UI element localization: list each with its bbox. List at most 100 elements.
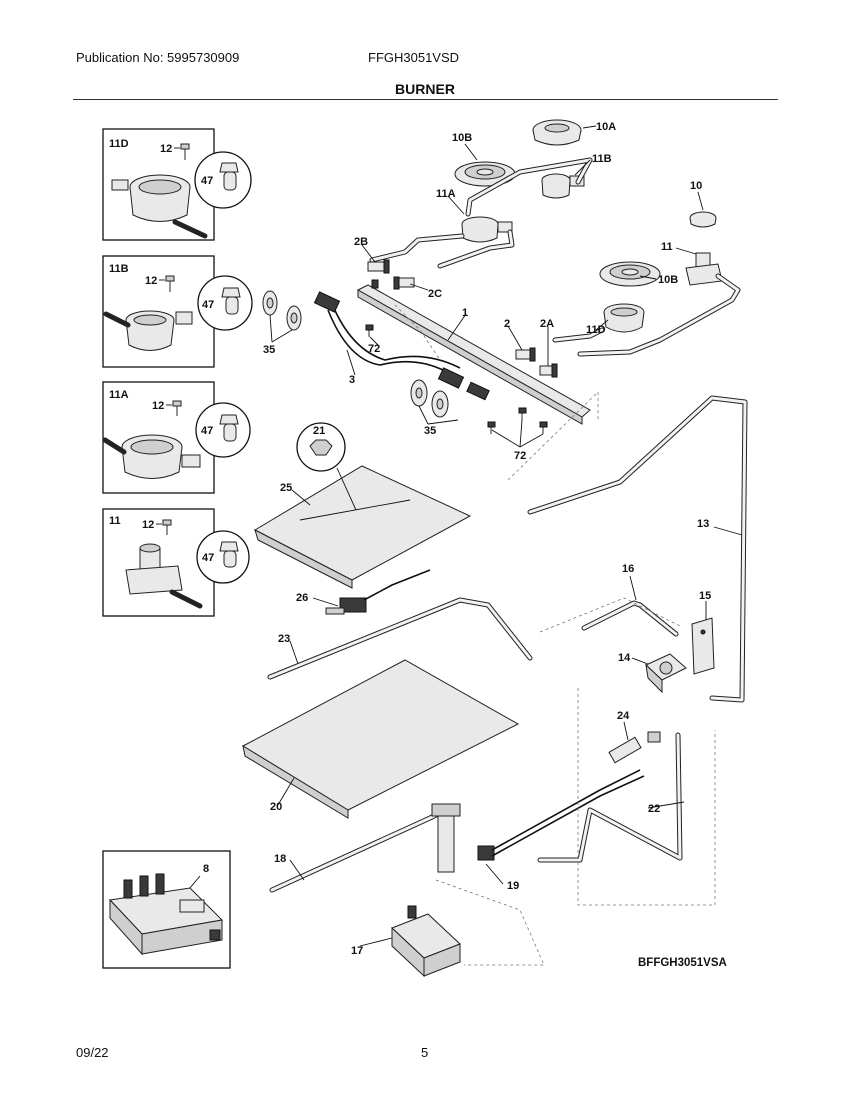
label-17: 17 [351,945,363,957]
inset-11: 11 12 47 [102,508,250,617]
inset-11b-screw-label: 12 [145,275,157,287]
label-16: 16 [622,563,634,575]
burner-tube-18 [269,803,461,893]
page-title: BURNER [395,81,455,97]
orifice-cap-icon [219,414,239,442]
screw-icon [172,400,182,416]
label-24: 24 [617,710,630,722]
label-2c: 2C [428,288,442,300]
burner-base-11d-icon [111,174,208,239]
valve-2b [367,259,390,274]
label-10b-top: 10B [452,132,472,144]
inset-8: 8 [102,850,231,969]
screw-icon [162,519,172,535]
label-2a: 2A [540,318,554,330]
label-3: 3 [349,374,355,386]
label-72-left: 72 [368,343,380,355]
inset-11b-title: 11B [109,263,129,275]
label-26: 26 [296,592,308,604]
label-72-right: 72 [514,450,526,462]
electrode-19 [477,769,645,861]
burner-base-11a-icon [102,434,201,479]
manifold-bracket [356,279,591,425]
tube-16 [581,600,679,637]
inset-11b: 11B 12 47 [102,255,253,368]
diagram-code: BFFGH3051VSA [638,957,727,969]
fitting-24 [608,731,661,764]
screw-icon [165,275,175,292]
burner-11a [461,216,513,243]
valve-17 [391,905,461,978]
label-20: 20 [270,801,282,813]
part-labels: 10A 10B 11B 10 11A 2B 11 10B 2C 1 2 2A 1… [263,121,727,969]
inset-11d-title: 11D [109,138,129,150]
tube-22 [537,732,683,863]
label-15: 15 [699,590,711,602]
screw-icon [180,143,190,160]
label-25: 25 [280,482,292,494]
ignition-module-icon [108,873,224,956]
valve-2 [515,347,536,362]
bracket-15 [691,617,715,675]
orifice-cap-icon [221,287,241,315]
label-11d: 11D [586,324,606,336]
inset-11b-cap-label: 47 [202,299,214,311]
main-gas-tube-13 [527,395,748,703]
label-11b: 11B [592,153,612,165]
inset-11d-screw-label: 12 [160,143,172,155]
label-19: 19 [507,880,519,892]
knob-35-right [410,379,449,418]
inset-11-title: 11 [109,515,121,527]
valve-2c [393,276,415,290]
regulator-14 [645,653,687,694]
label-11a: 11A [436,188,456,200]
inset-11-cap-label: 47 [202,552,214,564]
burner-10 [689,211,717,228]
label-1: 1 [462,307,468,319]
burner-tubes [369,157,741,357]
ignitor-26 [325,569,431,615]
inset-11a: 11A 12 47 [102,381,251,494]
label-35-left: 35 [263,344,275,356]
inset-11-screw-label: 12 [142,519,154,531]
burner-base-11-icon [125,543,203,609]
inset-11d: 11D 12 47 [102,128,252,241]
model-number: FFGH3051VSD [368,50,460,65]
burner-11 [685,252,723,286]
label-23: 23 [278,633,290,645]
label-2b: 2B [354,236,368,248]
inset-11a-title: 11A [109,389,129,401]
dashed-guides [394,304,716,966]
knob-35-left [262,290,302,331]
inset-8-label: 8 [203,863,209,875]
label-10b-right: 10B [658,274,678,286]
screws-72 [365,324,548,434]
inset-11a-cap-label: 47 [201,425,213,437]
header-rule [73,99,778,100]
orifice-cap-icon [219,541,239,568]
heat-shield-25 [253,465,472,589]
burner-tube-23 [267,597,533,680]
label-10: 10 [690,180,702,192]
leader-lines [269,125,743,947]
burner-10b-right [599,261,661,287]
label-13: 13 [697,518,709,530]
burner-10a [532,119,582,146]
label-11: 11 [661,241,673,253]
label-18: 18 [274,853,286,865]
label-35-right: 35 [424,425,436,437]
valve-2a [539,363,558,378]
inset-11d-cap-label: 47 [201,175,213,187]
orifice-cap-icon [219,162,239,191]
hex-nut-icon [309,439,333,456]
burner-11d [603,303,645,333]
inset-11a-screw-label: 12 [152,400,164,412]
footer-date: 09/22 [76,1045,109,1060]
label-21: 21 [313,425,325,437]
footer-page-number: 5 [421,1045,429,1060]
label-10a: 10A [596,121,616,133]
heat-shield-20 [241,659,520,819]
wire-harness [313,291,490,401]
label-14: 14 [618,652,631,664]
